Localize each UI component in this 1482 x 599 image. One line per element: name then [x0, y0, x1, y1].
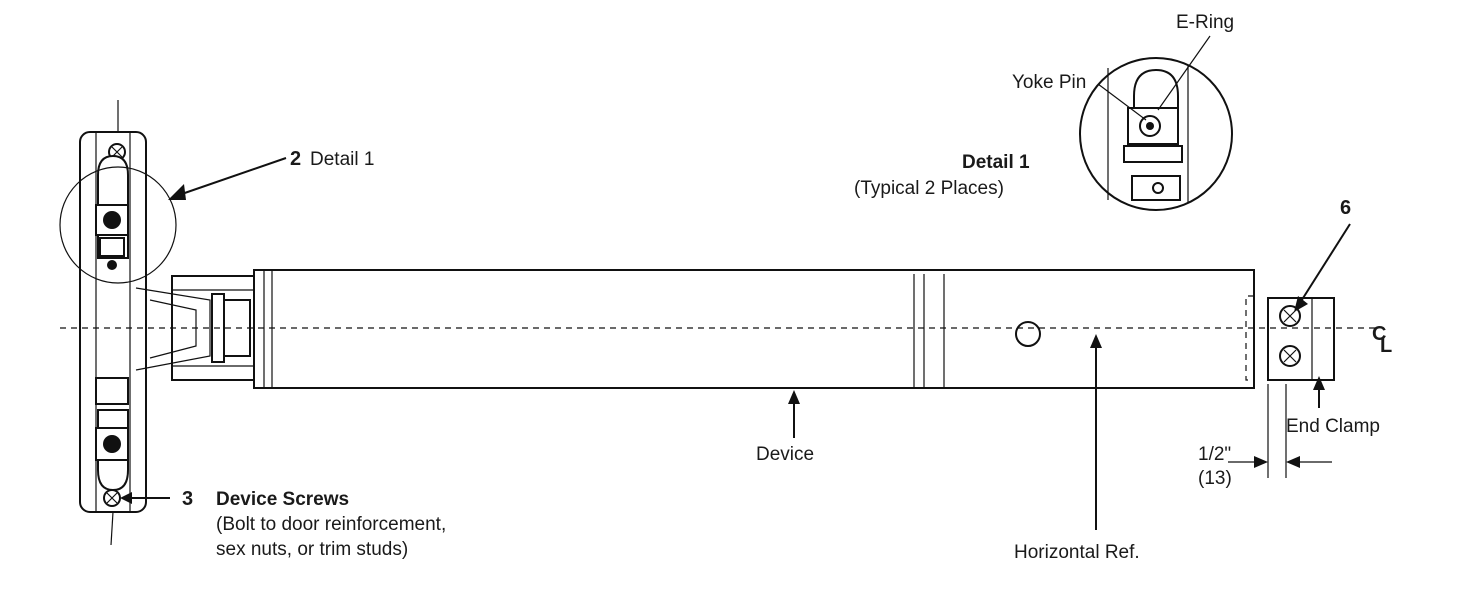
- detail-1-marker-circle: [59, 166, 177, 284]
- dimension-metric: (13): [1198, 468, 1232, 489]
- device-tube: [253, 269, 1255, 389]
- dimension-imperial: 1/2": [1198, 444, 1231, 465]
- leader-lines: [120, 35, 1351, 530]
- callout-number-2: 2: [290, 148, 301, 170]
- horizontal-ref-label: Horizontal Ref.: [1014, 542, 1140, 563]
- detail-1-subtitle: (Typical 2 Places): [854, 178, 1004, 199]
- end-clamp-label: End Clamp: [1286, 416, 1380, 437]
- horizontal-ref-hole: [1015, 321, 1041, 347]
- device-screws-note-line2: sex nuts, or trim studs): [216, 539, 408, 560]
- device-label: Device: [756, 444, 814, 465]
- clamp-dashed-outline: [1245, 295, 1254, 381]
- device-screws-note-line1: (Bolt to door reinforcement,: [216, 514, 446, 535]
- centerline-symbol-c: C: [1372, 323, 1386, 345]
- detail-1-title: Detail 1: [962, 152, 1030, 173]
- callout-number-3: 3: [182, 488, 193, 510]
- detail-1-view: [1079, 57, 1233, 211]
- vertical-rail: [79, 100, 147, 546]
- centerline-symbol-l: L: [1380, 335, 1392, 357]
- callout-detail-1-label: Detail 1: [310, 149, 374, 170]
- end-clamp: [1267, 297, 1335, 381]
- yoke-pin-label: Yoke Pin: [1012, 72, 1086, 93]
- e-ring-label: E-Ring: [1176, 12, 1234, 33]
- device-screws-title: Device Screws: [216, 489, 349, 510]
- callout-number-6: 6: [1340, 197, 1351, 219]
